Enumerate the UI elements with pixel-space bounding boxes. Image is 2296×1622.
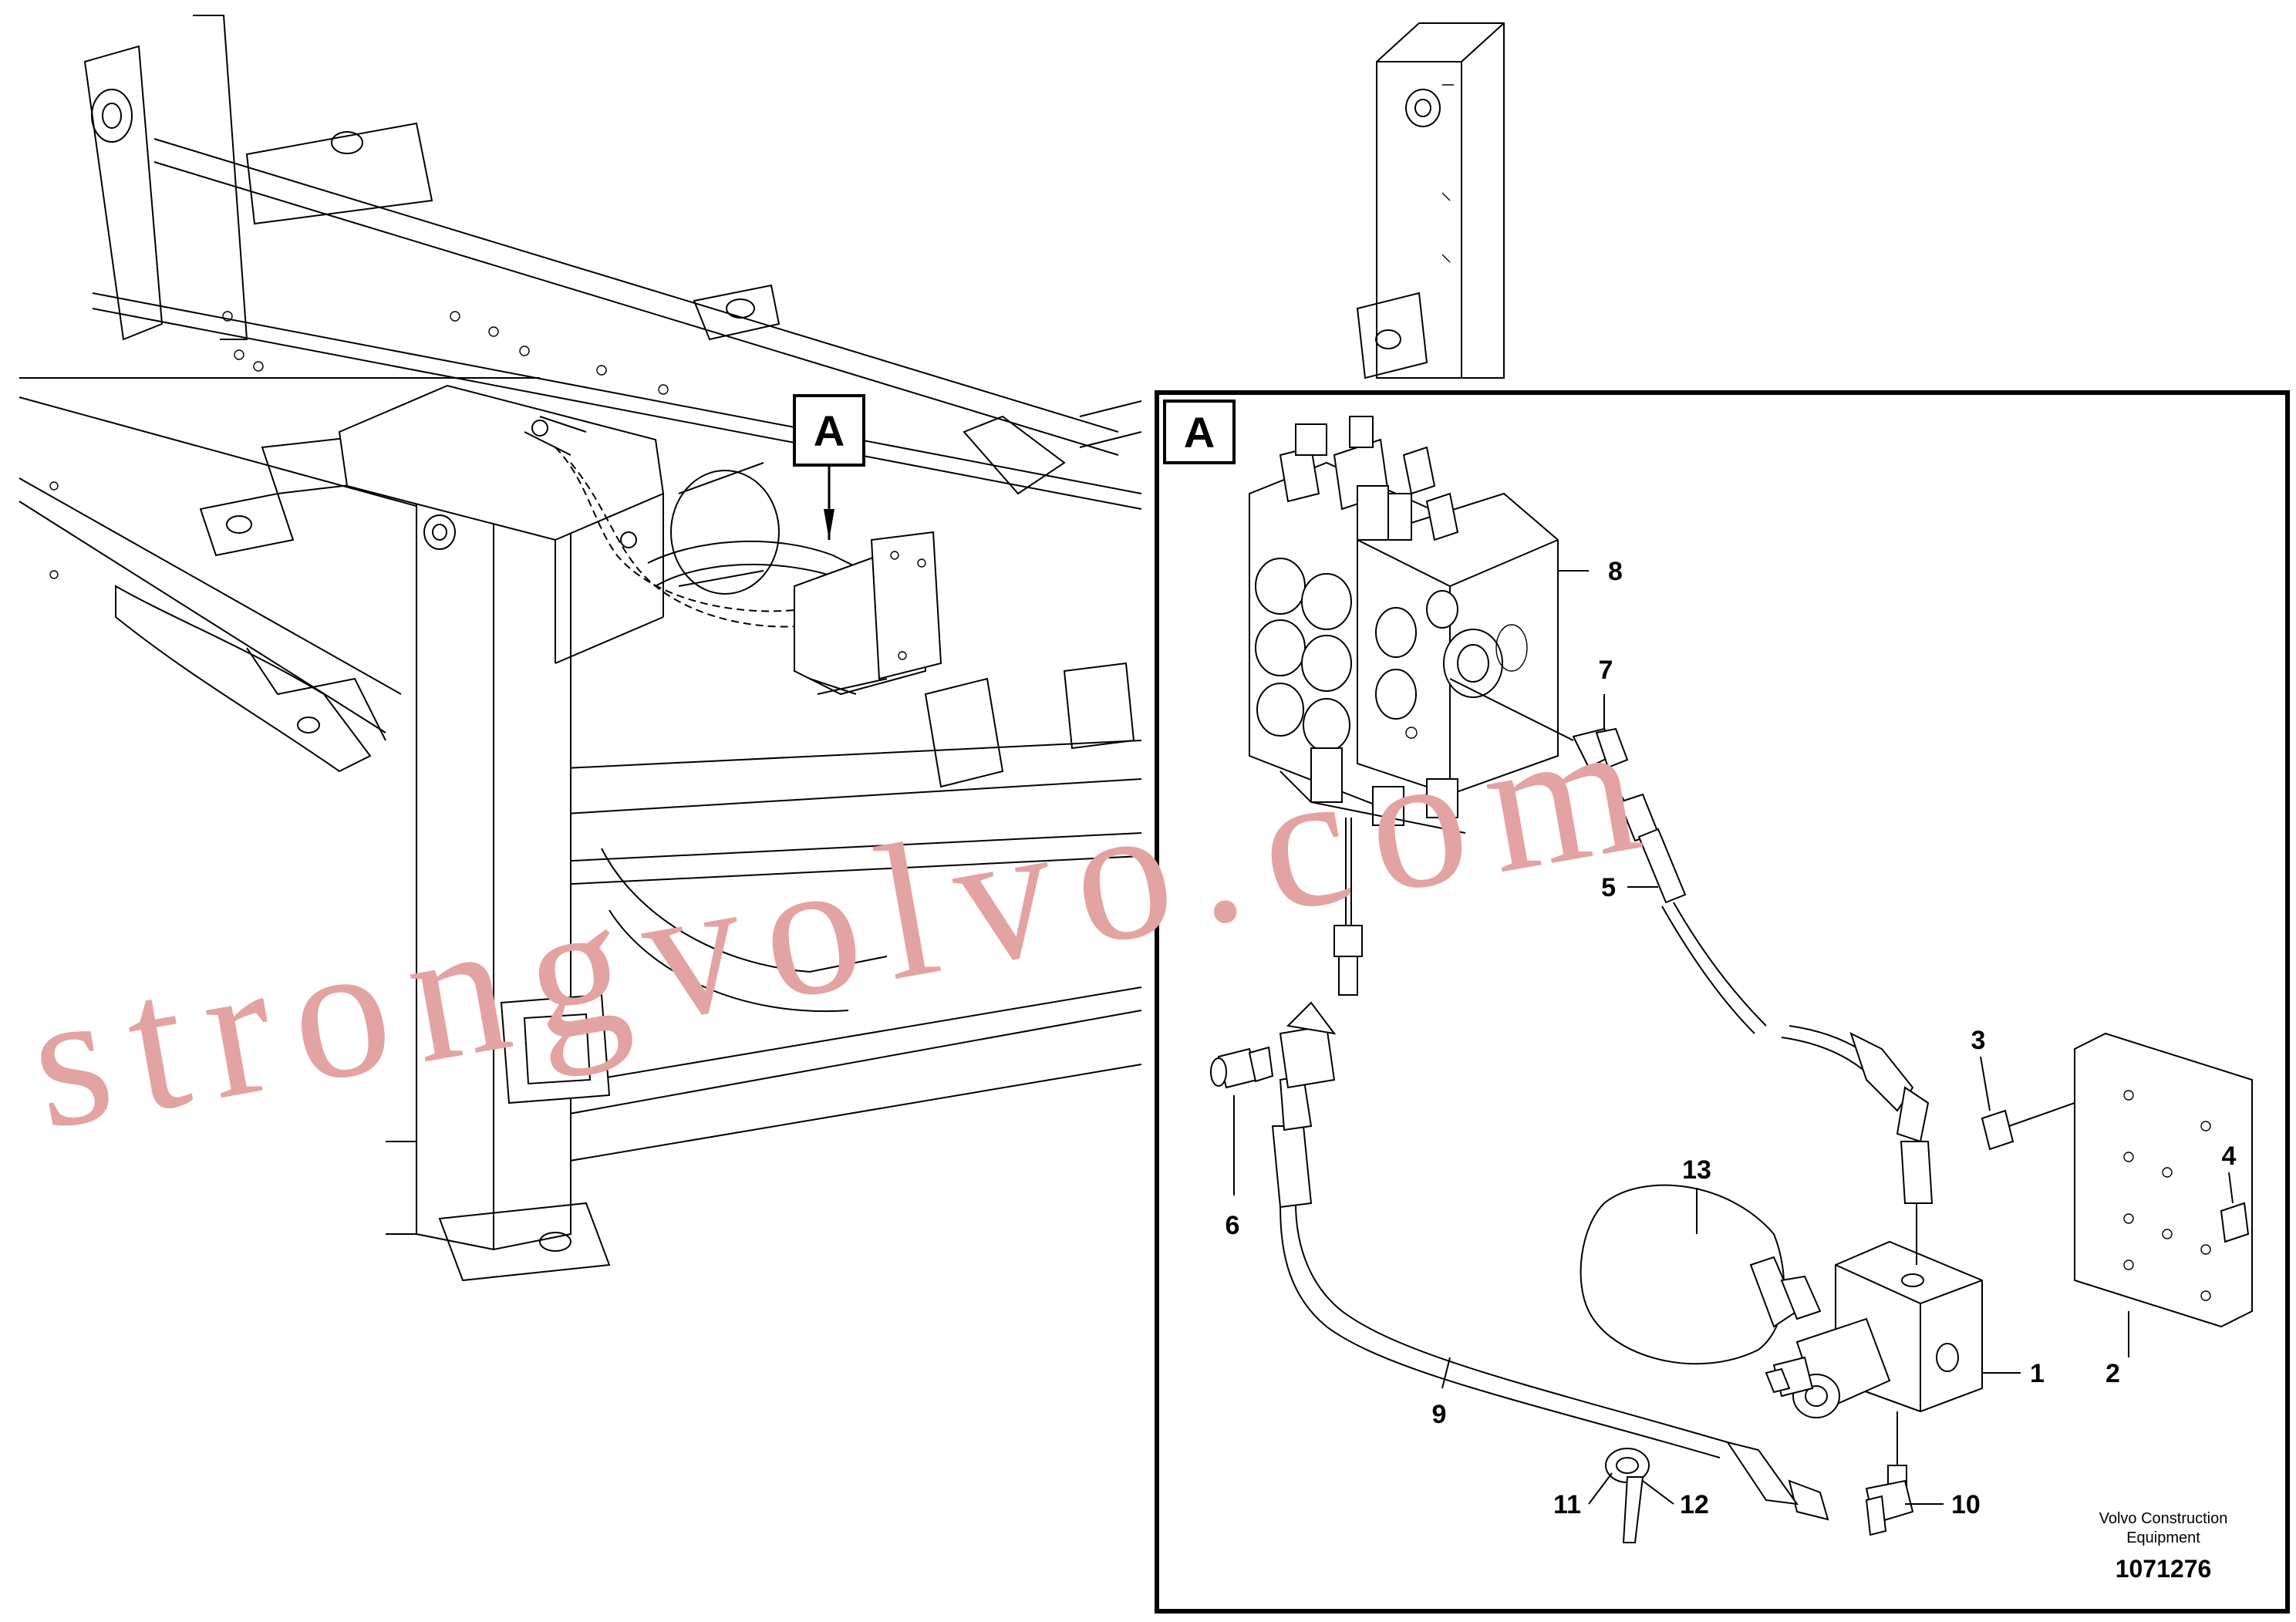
callout-5: 5 <box>1601 873 1616 902</box>
callout-7: 7 <box>1599 656 1613 685</box>
detail-a-marker: A <box>793 394 865 540</box>
leader-lines <box>1233 570 2234 1505</box>
credit-line-1: Volvo Construction <box>2099 1510 2228 1527</box>
detail-a-box: A <box>1155 390 2290 1614</box>
callout-4: 4 <box>2222 1141 2237 1171</box>
watermark-text: strongvolvo.com <box>15 674 1676 1171</box>
accumulator <box>1580 1184 1822 1365</box>
drawing-number: 1071276 <box>2116 1555 2212 1583</box>
cable-tie <box>1605 1448 1650 1543</box>
callout-11: 11 <box>1553 1490 1581 1519</box>
callout-12: 12 <box>1680 1490 1709 1519</box>
hose-upper <box>1603 767 1934 1249</box>
mounting-plate <box>2074 1032 2253 1328</box>
title-block: Volvo Construction Equipment 1071276 <box>2099 1510 2228 1583</box>
callout-13: 13 <box>1682 1155 1711 1185</box>
tee-fitting <box>1865 1411 1914 1536</box>
detail-a-label: A <box>814 406 845 455</box>
callout-1: 1 <box>2030 1359 2045 1388</box>
callout-6: 6 <box>1226 1211 1240 1240</box>
valve-block <box>1765 1240 1983 1418</box>
callout-8: 8 <box>1608 557 1623 586</box>
callout-3: 3 <box>1971 1026 1986 1055</box>
chassis-frame-drawing <box>19 15 1142 1282</box>
bolts <box>1981 1102 2250 1243</box>
callout-10: 10 <box>1951 1490 1981 1519</box>
fitting-left <box>1210 1046 1274 1089</box>
credit-line-2: Equipment <box>2126 1529 2200 1546</box>
hose-lower <box>1271 1001 1829 1521</box>
control-valve-bank <box>1249 416 1559 996</box>
callout-2: 2 <box>2106 1359 2120 1388</box>
vertical-beam-drawing <box>1356 22 1505 379</box>
elbow-fitting <box>1449 678 1629 769</box>
callout-9: 9 <box>1432 1400 1447 1429</box>
callouts: 8 7 5 3 4 6 13 9 1 2 10 11 12 <box>1226 557 2237 1519</box>
detail-a-box-label: A <box>1184 408 1215 457</box>
